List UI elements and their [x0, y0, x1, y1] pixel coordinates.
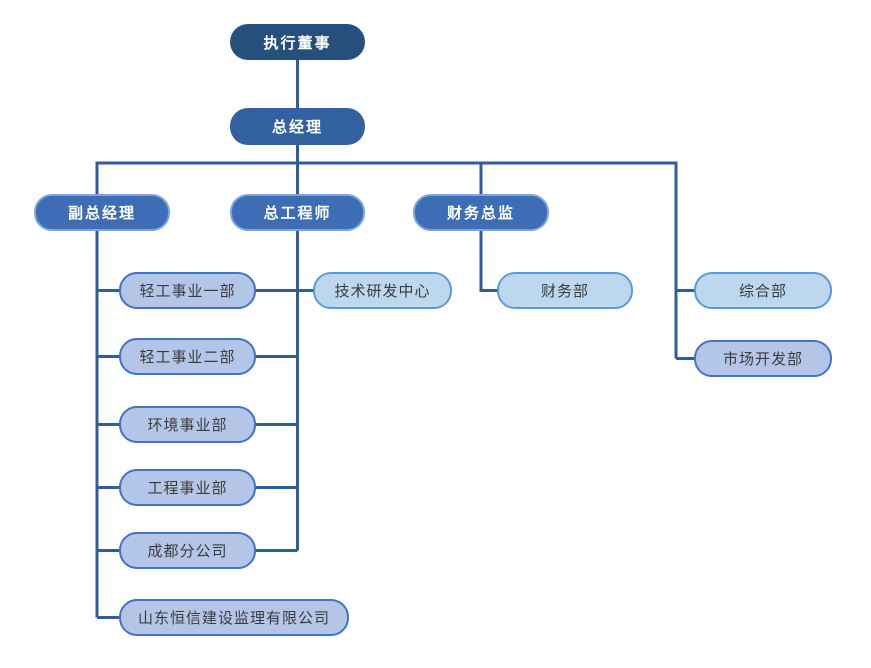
org-node-deputy-general-manager: 副总经理	[34, 194, 170, 231]
org-node-light-industry-div-2: 轻工事业二部	[119, 338, 256, 375]
org-node-finance-director: 财务总监	[413, 194, 549, 231]
org-node-finance-dept: 财务部	[497, 272, 633, 309]
org-node-chief-engineer: 总工程师	[230, 194, 365, 231]
org-node-tech-rd-center: 技术研发中心	[313, 272, 452, 309]
org-node-market-development-dept: 市场开发部	[694, 340, 832, 377]
org-node-light-industry-div-1: 轻工事业一部	[119, 272, 256, 309]
org-node-executive-director: 执行董事	[230, 24, 365, 60]
org-node-general-affairs-dept: 综合部	[694, 272, 832, 309]
org-node-engineering-div: 工程事业部	[119, 469, 256, 506]
org-node-shandong-hengxin-supervision: 山东恒信建设监理有限公司	[119, 599, 349, 636]
org-node-chengdu-branch: 成都分公司	[119, 532, 256, 569]
org-node-environment-div: 环境事业部	[119, 406, 256, 443]
org-node-general-manager: 总经理	[230, 108, 365, 145]
